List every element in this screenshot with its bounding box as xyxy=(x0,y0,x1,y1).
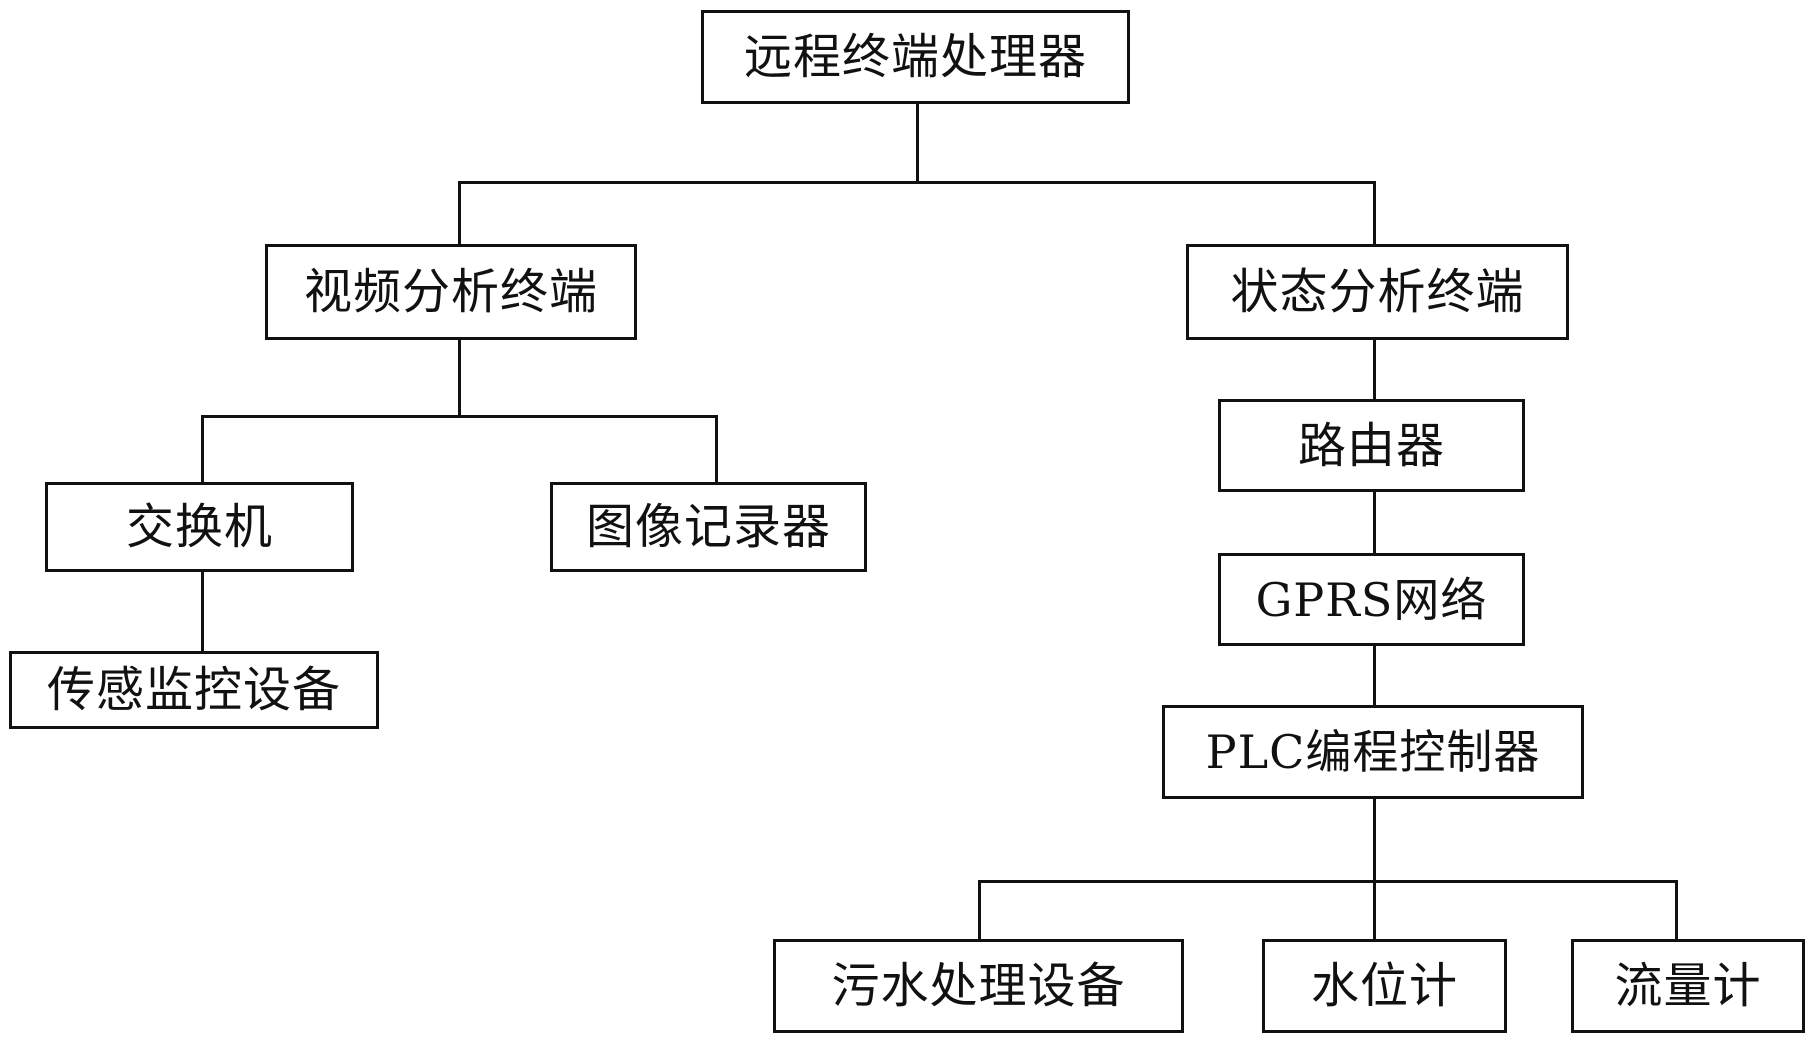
connector-line xyxy=(1373,797,1376,882)
node-switch: 交换机 xyxy=(45,482,354,572)
connector-line xyxy=(1373,490,1376,554)
node-plc-controller: PLC编程控制器 xyxy=(1162,705,1584,799)
connector-line xyxy=(978,880,981,940)
node-label: 路由器 xyxy=(1297,417,1445,474)
connector-line xyxy=(715,415,718,483)
connector-line xyxy=(458,181,461,245)
connector-line xyxy=(1373,338,1376,400)
node-label: 传感监控设备 xyxy=(46,662,341,718)
node-status-analysis-terminal: 状态分析终端 xyxy=(1186,244,1569,340)
node-label: PLC编程控制器 xyxy=(1205,725,1541,779)
node-water-level-meter: 水位计 xyxy=(1262,939,1507,1033)
node-label: 流量计 xyxy=(1614,958,1762,1014)
connector-line xyxy=(1675,880,1678,940)
node-label: GPRS网络 xyxy=(1255,572,1488,627)
connector-line xyxy=(1373,181,1376,245)
connector-line xyxy=(458,181,1376,184)
connector-line xyxy=(201,415,204,483)
connector-line xyxy=(458,338,461,416)
node-label: 远程终端处理器 xyxy=(743,29,1087,85)
node-video-analysis-terminal: 视频分析终端 xyxy=(265,244,637,340)
connector-line xyxy=(201,415,718,418)
node-label: 污水处理设备 xyxy=(831,958,1126,1014)
connector-line xyxy=(1373,880,1376,940)
node-label: 水位计 xyxy=(1310,958,1458,1014)
node-router: 路由器 xyxy=(1218,399,1525,492)
node-image-recorder: 图像记录器 xyxy=(550,482,867,572)
node-sensor-monitoring-equipment: 传感监控设备 xyxy=(9,651,379,729)
node-gprs-network: GPRS网络 xyxy=(1218,553,1525,646)
connector-line xyxy=(978,880,1678,883)
connector-line xyxy=(916,102,919,182)
node-label: 图像记录器 xyxy=(585,499,831,555)
node-sewage-treatment-equipment: 污水处理设备 xyxy=(773,939,1184,1033)
node-remote-terminal-processor: 远程终端处理器 xyxy=(701,10,1130,104)
connector-line xyxy=(201,570,204,652)
node-label: 交换机 xyxy=(125,499,273,555)
node-label: 状态分析终端 xyxy=(1230,264,1525,320)
node-flow-meter: 流量计 xyxy=(1571,939,1805,1033)
connector-line xyxy=(1373,644,1376,706)
node-label: 视频分析终端 xyxy=(303,264,598,320)
